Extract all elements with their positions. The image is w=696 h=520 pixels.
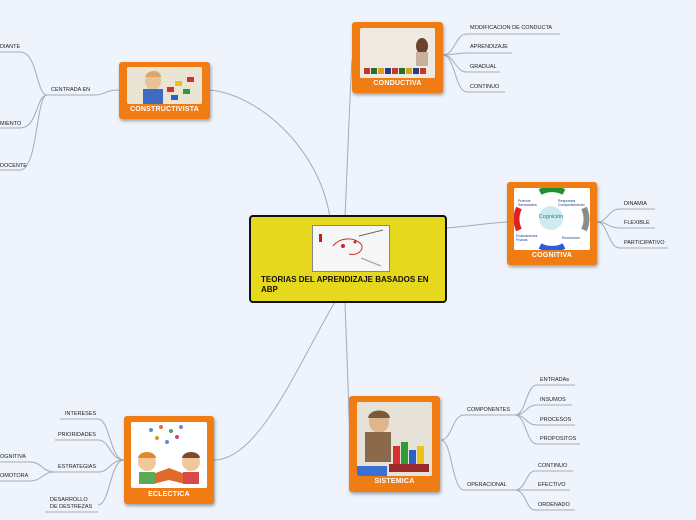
leaf-continuo[interactable]: CONTINUO bbox=[470, 84, 500, 90]
central-topic[interactable]: TEORIAS DEL APRENDIZAJE BASADOS EN ABP bbox=[249, 215, 447, 303]
leaf-docente[interactable]: DOCENTE bbox=[0, 163, 27, 169]
central-image bbox=[312, 225, 390, 272]
leaf-omotora[interactable]: OMOTORA bbox=[0, 473, 29, 479]
leaf-ognitiva[interactable]: OGNITIVA bbox=[0, 454, 26, 460]
branch-estrategias[interactable]: ESTRATEGIAS bbox=[58, 464, 97, 470]
leaf-prioridades[interactable]: PRIORIDADES bbox=[58, 432, 96, 438]
node-constructivista[interactable]: CONSTRUCTIVISTA bbox=[119, 62, 210, 119]
leaf-insumos[interactable]: INSUMOS bbox=[540, 397, 566, 403]
constructivista-image bbox=[127, 67, 202, 104]
central-title: TEORIAS DEL APRENDIZAJE BASADOS EN ABP bbox=[261, 275, 429, 294]
ecletica-title: ECLECTICA bbox=[148, 491, 190, 498]
leaf-continuo-op[interactable]: CONTINUO bbox=[538, 463, 568, 469]
leaf-procesos[interactable]: PROCESOS bbox=[540, 417, 572, 423]
node-sistemica[interactable]: SISTEMICA bbox=[349, 396, 440, 492]
branch-operacional[interactable]: OPERACIONAL bbox=[467, 482, 507, 488]
cognitiva-label-4: Emociones bbox=[562, 236, 580, 240]
leaf-desarrollo[interactable]: DESARROLLO DE DESTREZAS bbox=[50, 497, 92, 511]
leaf-desarrollo-line2: DE DESTREZAS bbox=[50, 504, 93, 510]
leaf-dinamia[interactable]: DINAMIA bbox=[624, 201, 647, 207]
cognitiva-title: COGNITIVA bbox=[531, 252, 573, 259]
leaf-flexible[interactable]: FLEXIBLE bbox=[624, 220, 650, 226]
leaf-aprendizaje[interactable]: APRENDIZAJE bbox=[470, 44, 508, 50]
node-cognitiva[interactable]: Cognición Puertos Sensoriales Respuesta … bbox=[507, 182, 597, 265]
leaf-miento[interactable]: MIENTO bbox=[0, 121, 22, 127]
leaf-entradas[interactable]: ENTRADAs bbox=[540, 377, 570, 383]
leaf-efectivo[interactable]: EFECTIVO bbox=[538, 482, 566, 488]
conductiva-image bbox=[360, 28, 435, 78]
branch-componentes[interactable]: COMPONENTES bbox=[467, 407, 511, 413]
cognitiva-image: Cognición Puertos Sensoriales Respuesta … bbox=[514, 188, 590, 250]
constructivista-title: CONSTRUCTIVISTA bbox=[130, 106, 199, 113]
leaf-participativo[interactable]: PARTICIPATIVO bbox=[624, 240, 665, 246]
leaf-ordenado[interactable]: ORDENADO bbox=[538, 502, 570, 508]
cognitiva-label-1: Puertos Sensoriales bbox=[518, 199, 537, 207]
ecletica-image bbox=[131, 422, 207, 488]
node-conductiva[interactable]: CONDUCTIVA bbox=[352, 22, 443, 93]
sistemica-image bbox=[357, 402, 432, 476]
leaf-intereses[interactable]: INTERESES bbox=[65, 411, 97, 417]
leaf-propositos[interactable]: PROPOSITOS bbox=[540, 436, 577, 442]
leaf-modificacion[interactable]: MODIFICACION DE CONDUCTA bbox=[470, 25, 553, 31]
node-ecletica[interactable]: ECLECTICA bbox=[124, 416, 214, 504]
branch-centrada-en[interactable]: CENTRADA EN bbox=[51, 87, 91, 93]
cognitiva-label-3: Evaluaciones Físicas bbox=[516, 234, 538, 242]
leaf-diante[interactable]: DIANTE bbox=[0, 44, 21, 50]
leaf-gradual[interactable]: GRADUAL bbox=[470, 64, 497, 70]
conductiva-title: CONDUCTIVA bbox=[373, 80, 422, 87]
sistemica-title: SISTEMICA bbox=[374, 478, 415, 485]
cognitiva-center-label: Cognición bbox=[538, 214, 564, 220]
cognitiva-label-2: Respuesta Comportamiento bbox=[558, 199, 585, 207]
leaf-desarrollo-line1: DESARROLLO bbox=[50, 497, 88, 503]
